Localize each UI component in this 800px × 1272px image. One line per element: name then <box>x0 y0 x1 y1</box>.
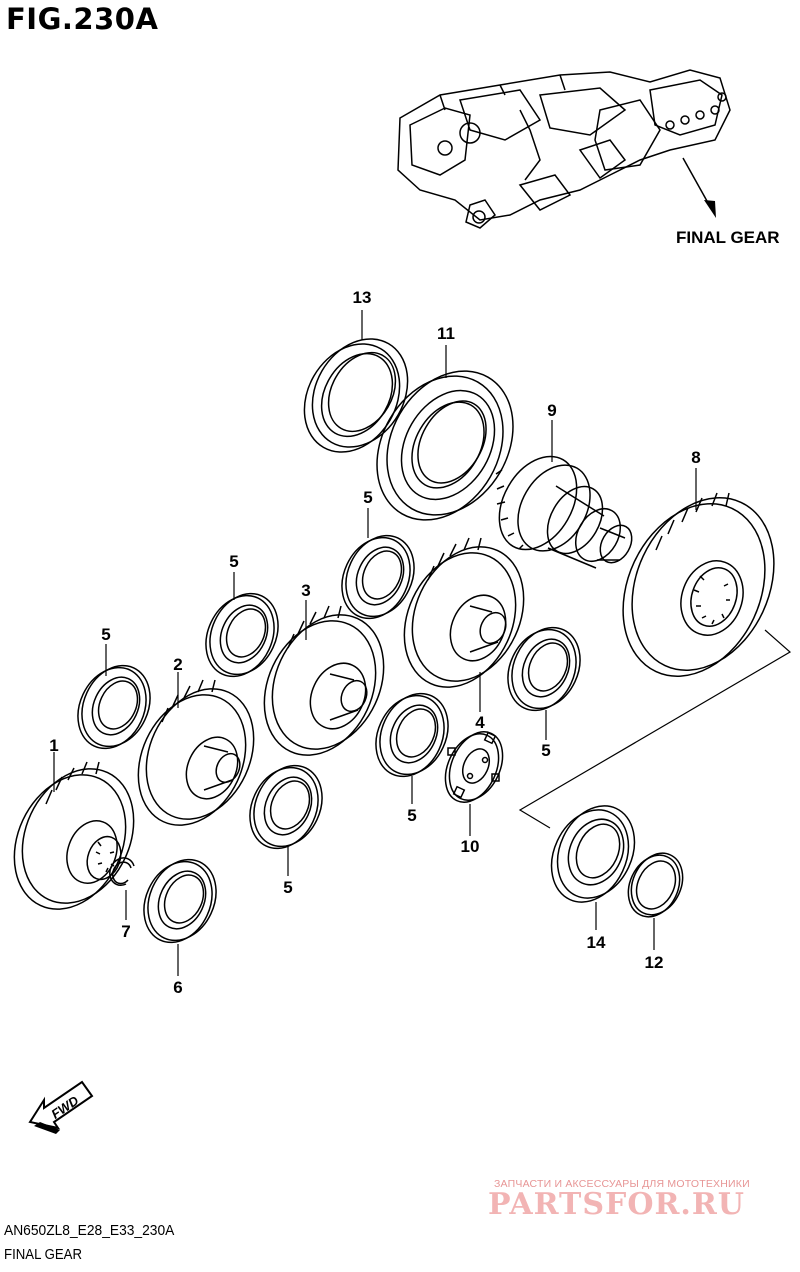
watermark-tagline: ЗАПЧАСТИ И АКСЕССУАРЫ ДЛЯ МОТОТЕХНИКИ <box>494 1178 750 1190</box>
part-5-bearing-b <box>205 592 279 678</box>
callout-14: 14 <box>587 933 606 952</box>
part-12-oil-seal <box>627 852 684 918</box>
callout-12: 12 <box>645 953 664 972</box>
leader-lines <box>53 310 697 976</box>
callout-13: 13 <box>353 288 372 307</box>
final-gear-leader-arrow <box>682 157 716 218</box>
callout-1: 1 <box>49 736 58 755</box>
part-14-bearing <box>550 805 636 903</box>
part-10-lock-washer <box>444 731 504 803</box>
engine-assembly-illustration <box>397 69 731 229</box>
callout-5a: 5 <box>363 488 372 507</box>
figure-title: FIG.230A <box>6 2 159 36</box>
diagram-name: FINAL GEAR <box>4 1246 83 1263</box>
callout-2: 2 <box>173 655 182 674</box>
callout-7: 7 <box>121 922 130 941</box>
callout-3: 3 <box>301 581 310 600</box>
callout-10: 10 <box>461 837 480 856</box>
part-4-gear <box>403 537 525 688</box>
diagram-code: AN650ZL8_E28_E33_230A <box>4 1222 175 1239</box>
callout-11: 11 <box>437 324 455 343</box>
part-9-shaft-gear <box>495 455 633 569</box>
fwd-direction-arrow: FWD <box>28 1080 94 1134</box>
callout-4: 4 <box>475 713 485 732</box>
part-5-bearing-a <box>341 534 415 620</box>
part-1-gear <box>13 761 135 910</box>
callout-5e: 5 <box>407 806 416 825</box>
part-8-driven-gear <box>622 492 775 677</box>
part-6-bearing <box>143 858 217 944</box>
callout-5d: 5 <box>541 741 550 760</box>
callout-5c: 5 <box>101 625 110 644</box>
callout-8: 8 <box>691 448 700 467</box>
callout-5f: 5 <box>283 878 292 897</box>
callout-5b: 5 <box>229 552 238 571</box>
part-5-bearing-e <box>375 692 449 778</box>
part-5-bearing-d <box>507 626 581 712</box>
part-5-bearing-c <box>77 664 151 750</box>
group-bracket-line <box>518 629 792 829</box>
callout-6: 6 <box>173 978 182 997</box>
part-5-bearing-f <box>249 764 323 850</box>
part-2-gear <box>137 679 255 826</box>
part-13-oil-seal <box>303 338 409 453</box>
watermark-logo: PARTSFOR.RU <box>488 1187 745 1222</box>
part-7-circlip <box>109 857 135 886</box>
part-3-gear <box>263 605 385 756</box>
part-11-ball-bearing <box>376 370 514 521</box>
callout-9: 9 <box>547 401 556 420</box>
final-gear-assembly-label: FINAL GEAR <box>676 228 780 247</box>
